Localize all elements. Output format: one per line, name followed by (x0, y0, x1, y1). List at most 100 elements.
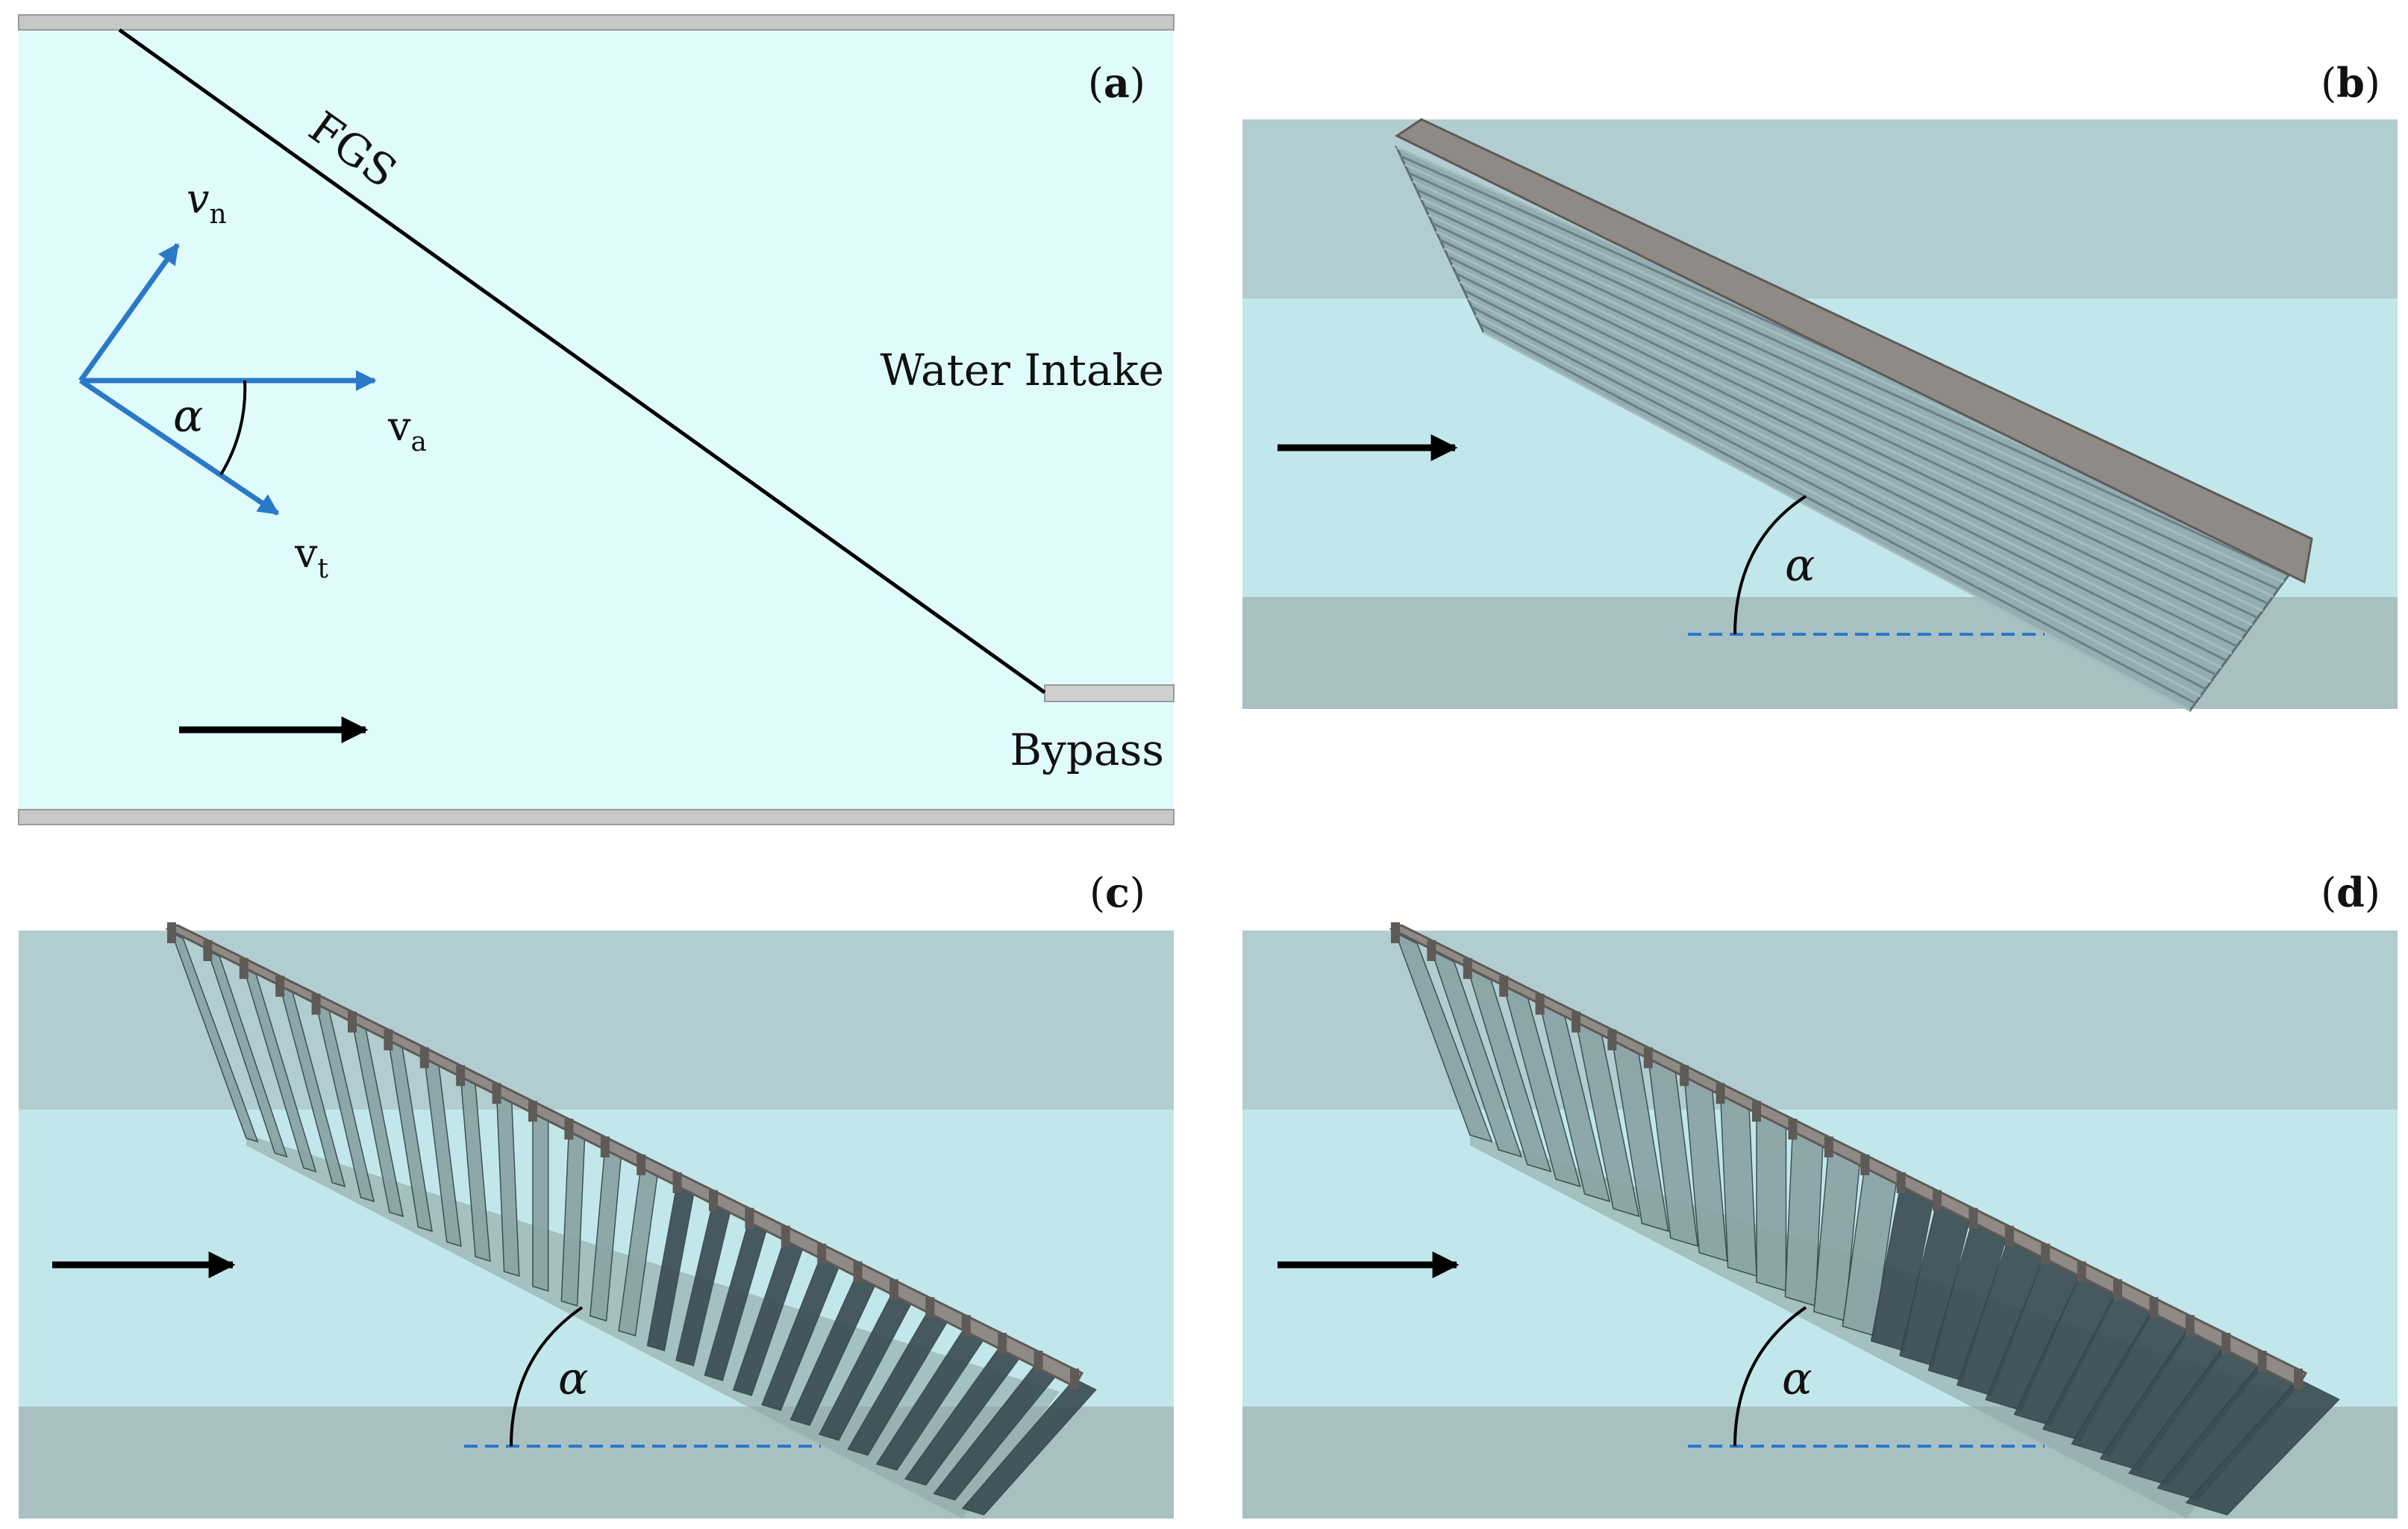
bypass-label: Bypass (1010, 725, 1164, 775)
horizontal-bar (1463, 289, 2217, 676)
frame-post (1070, 1369, 1079, 1389)
panel-d-alpha-label: α (1782, 1353, 1813, 1405)
frame-post (1391, 922, 1400, 943)
panel-a-bottom-wall (18, 809, 1175, 825)
frame-post (1572, 1011, 1580, 1033)
frame-post (2185, 1315, 2195, 1336)
frame-post (2113, 1279, 2122, 1301)
panel-c-band-upper (19, 931, 1174, 1110)
horizontal-bar (1436, 230, 2254, 626)
panel-a-label: (a) (1088, 59, 1145, 107)
horizontal-bar (1479, 322, 2196, 704)
horizontal-bar (1443, 247, 2243, 640)
panel-c-frame-posts (167, 922, 1079, 1389)
panel-b-screen-top-frame (1395, 118, 2313, 584)
panel-a-water (19, 30, 1174, 810)
frame-post (419, 1047, 429, 1069)
panel-d-frame-posts (1391, 922, 2303, 1389)
panel-b: (b) α (1242, 59, 2398, 712)
frame-post (348, 1011, 357, 1033)
horizontal-bar (1471, 305, 2207, 690)
frame-post (781, 1225, 790, 1247)
frame-post (1716, 1083, 1725, 1104)
frame-post (528, 1101, 537, 1122)
frame-post (2221, 1333, 2231, 1354)
vector-normal-label: vn (187, 175, 227, 230)
horizontal-bar (1455, 272, 2227, 662)
frame-post (1607, 1029, 1617, 1051)
panel-b-alpha-label: α (1785, 540, 1816, 592)
horizontal-bar (1474, 314, 2201, 698)
frame-post (311, 993, 321, 1015)
panel-d-label: (d) (2321, 869, 2380, 916)
frame-post (889, 1279, 898, 1301)
frame-post (925, 1297, 935, 1319)
frame-post (2257, 1351, 2267, 1372)
panel-c-alpha-label: α (558, 1353, 589, 1405)
horizontal-bar (1447, 255, 2238, 648)
frame-post (1896, 1172, 1906, 1193)
vertical-bar (1756, 1110, 1787, 1292)
panel-a: (a) FGS Water Intake Bypass vn va vt α (18, 14, 1175, 825)
vertical-bar (961, 1378, 1097, 1516)
frame-post (1933, 1189, 1942, 1211)
frame-post (203, 939, 213, 961)
frame-post (2077, 1261, 2086, 1283)
frame-post (1752, 1101, 1761, 1122)
horizontal-bar (1459, 281, 2222, 669)
frame-post (2041, 1243, 2051, 1265)
vertical-bar (532, 1110, 549, 1292)
frame-post (2294, 1369, 2303, 1389)
vertical-bar (1430, 949, 1522, 1158)
vector-tangential-label: vt (294, 530, 329, 584)
frame-post (384, 1029, 393, 1051)
vertical-bar (1394, 931, 1493, 1143)
frame-post (817, 1243, 827, 1265)
vertical-bar (207, 949, 288, 1158)
frame-post (2004, 1225, 2014, 1247)
panel-c-angle-arc (510, 1306, 584, 1447)
frame-post (998, 1333, 1007, 1354)
panel-c-label: (c) (1089, 869, 1145, 916)
frame-post (564, 1119, 574, 1140)
panel-c-vertical-bars (170, 931, 1097, 1516)
panel-a-angle-arc (219, 380, 247, 476)
frame-post (1824, 1136, 1833, 1158)
frame-post (1680, 1065, 1689, 1086)
horizontal-bar (1420, 197, 2274, 598)
frame-post (961, 1315, 971, 1336)
frame-post (1535, 993, 1545, 1015)
frame-post (600, 1136, 610, 1158)
frame-post (709, 1189, 718, 1211)
frame-post (167, 922, 176, 943)
vertical-bar (170, 931, 259, 1143)
horizontal-bar (1408, 172, 2289, 577)
horizontal-bar (1412, 180, 2284, 584)
vector-normal-arrow (78, 243, 180, 383)
horizontal-bar (1483, 331, 2191, 712)
panel-b-angle-arc (1733, 495, 1807, 635)
panel-d: (d) α (1242, 869, 2398, 1519)
frame-post (1968, 1207, 1978, 1229)
frame-post (1788, 1119, 1798, 1140)
frame-post (853, 1261, 863, 1283)
frame-post (1643, 1047, 1653, 1069)
panel-b-label: (b) (2321, 59, 2380, 107)
frame-post (1463, 957, 1472, 979)
panel-d-angle-arc (1733, 1306, 1807, 1447)
panel-a-bypass-wall (1044, 684, 1175, 702)
vector-tangential-arrow (79, 378, 280, 516)
frame-post (239, 957, 248, 979)
horizontal-bar (1416, 188, 2279, 591)
frame-post (275, 975, 285, 997)
frame-post (745, 1207, 754, 1229)
vertical-bar (2185, 1378, 2340, 1516)
horizontal-bar (1431, 222, 2259, 619)
frame-post (1860, 1154, 1870, 1175)
panel-a-top-wall (18, 14, 1175, 31)
horizontal-bar (1427, 213, 2264, 612)
frame-post (672, 1172, 682, 1193)
panel-d-vertical-bars (1394, 931, 2340, 1516)
vector-approach-label: va (387, 403, 427, 457)
